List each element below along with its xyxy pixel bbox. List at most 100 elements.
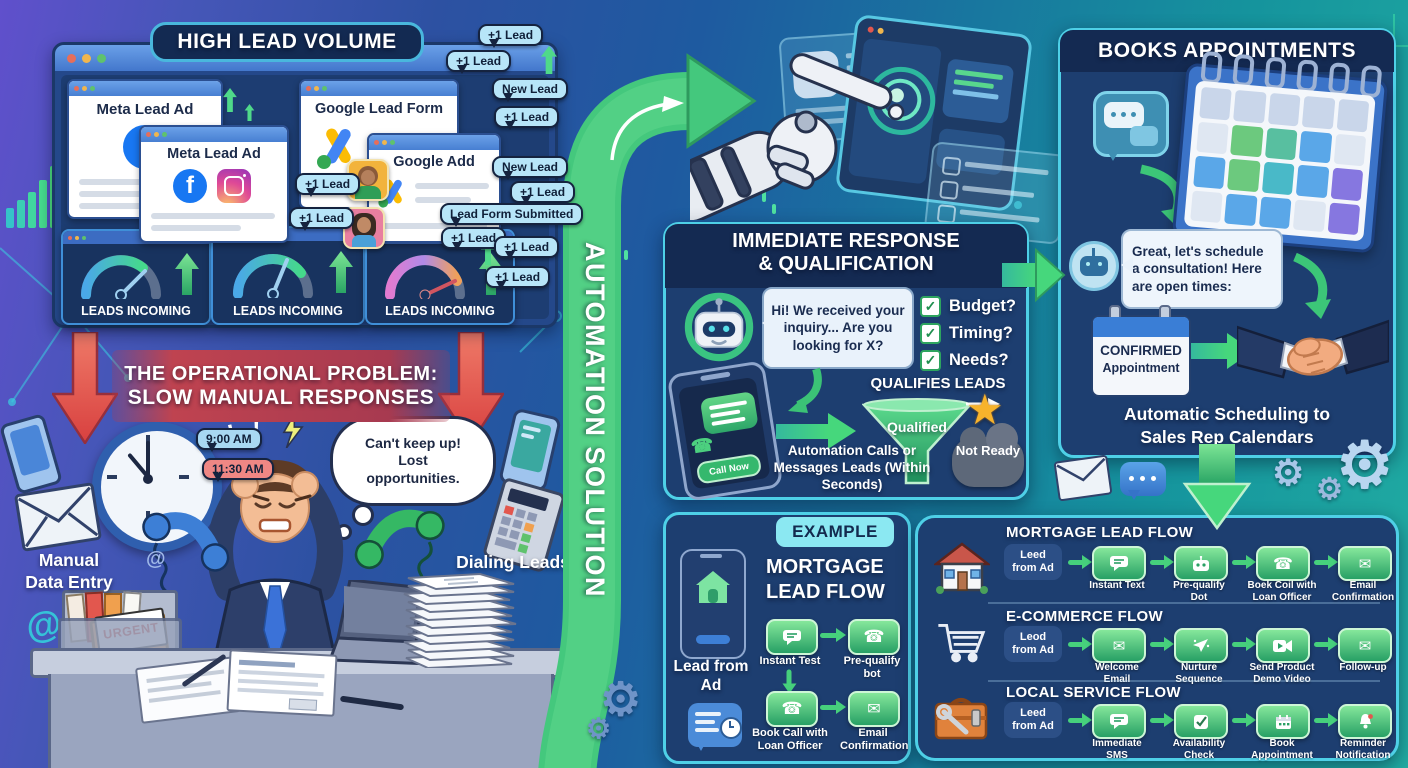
flow-arrow <box>1232 555 1256 569</box>
curved-arrow-icon <box>788 367 822 413</box>
small-arrow-to-star <box>966 398 1000 410</box>
facebook-icon: f <box>173 169 207 203</box>
up-arrow-icon <box>541 46 557 74</box>
instant-test-icon <box>766 619 818 655</box>
chat-icon <box>1093 91 1169 161</box>
step-label: Email Confirmation <box>1331 580 1395 603</box>
up-arrow-icon <box>244 104 255 121</box>
calendar-illustration <box>1171 50 1389 254</box>
phone-handset-green-icon <box>354 509 445 593</box>
at-symbol-icon: @ <box>146 548 166 570</box>
thought-bubble-trail <box>352 504 374 526</box>
flow-arrow <box>820 700 846 714</box>
up-arrow-icon <box>175 253 199 295</box>
lead-badge: +1 Lead <box>494 106 560 130</box>
handshake-icon <box>1237 319 1389 379</box>
green-right-arrow <box>776 413 856 449</box>
envelope-icon <box>1053 454 1113 502</box>
book-call-icon: ☎ <box>1256 546 1310 581</box>
gauge <box>81 255 161 299</box>
card-title: Meta Lead Ad <box>96 101 194 118</box>
automation-solution-label: AUTOMATION SOLUTION <box>580 242 610 598</box>
pre-qualify-bot-icon <box>1174 546 1228 581</box>
card-title: Google Add <box>393 154 475 170</box>
card-title: Google Lead Form <box>314 101 444 117</box>
books-appointments-title: BOOKS APPOINTMENTS <box>1060 30 1394 72</box>
step-label: Nurture Sequence <box>1175 662 1223 685</box>
bot-message-text: Hi! We received your inquiry... Are you … <box>771 302 905 353</box>
step-label: Follow-up <box>1339 662 1387 673</box>
flow-arrow <box>1314 713 1338 727</box>
example-mortgage-panel: EXAMPLE MORTGAGE LEAD FLOW Lead from Ad … <box>663 512 911 764</box>
lead-badge: +1 Lead <box>478 24 544 48</box>
bar-chart-icon <box>6 166 58 228</box>
step-label: Reminder Notification <box>1335 738 1391 761</box>
document-sheet <box>226 649 338 717</box>
checkbox-icon: ✓ <box>920 323 941 344</box>
chat-bubble-icon <box>1120 462 1166 500</box>
checklist-item: Timing? <box>949 324 1013 342</box>
lead-badge: +1 Lead <box>494 236 560 260</box>
not-ready-label: Not Ready <box>955 443 1021 458</box>
nurture-sequence-icon <box>1174 628 1228 663</box>
up-arrow-icon <box>329 251 353 293</box>
step-label: Availability Check <box>1172 738 1226 761</box>
step-label: Boek Coil with Loan Officer <box>1247 580 1317 603</box>
leads-incoming-gauge-2: LEADS INCOMING <box>211 226 365 325</box>
flow-arrow <box>1232 637 1256 651</box>
dialing-leads-label: Dialing Leads <box>456 552 570 572</box>
phone-illustration: ☎ Call Now <box>666 360 784 502</box>
books-caption: Automatic Scheduling to Sales Rep Calend… <box>1123 404 1331 447</box>
immediate-sms-icon <box>1092 704 1146 739</box>
shopping-cart-icon <box>938 624 986 663</box>
demo-video-icon <box>1256 628 1310 663</box>
flow-arrow <box>1068 713 1092 727</box>
problem-banner: THE OPERATIONAL PROBLEM: SLOW MANUAL RES… <box>112 350 450 422</box>
chat-clock-icon <box>688 703 742 751</box>
scheduling-message-text: Great, let's schedule a consultation! He… <box>1132 243 1264 294</box>
lead-badge: New Lead <box>492 78 569 102</box>
google-ads-icon <box>317 128 351 169</box>
follow-up-icon: ✉ <box>1338 628 1392 663</box>
gear-icon: ⚙ <box>1316 473 1343 506</box>
gauge-label: LEADS INCOMING <box>233 304 343 318</box>
appointment-label: Appointment <box>1102 361 1180 375</box>
flow-arrow <box>1150 555 1174 569</box>
qualifies-leads-label: QUALIFIES LEADS <box>870 375 1006 392</box>
high-lead-volume-title: HIGH LEAD VOLUME <box>150 22 424 62</box>
lead-badge: +1 Lead <box>446 50 512 74</box>
flow-arrow <box>1150 713 1174 727</box>
example-title: MORTGAGE LEAD FLOW <box>766 556 885 603</box>
google-add-card: Google Add <box>367 133 501 243</box>
thought-text: Can't keep up! Lost opportunities. <box>365 434 461 486</box>
lead-badge: +1 Lead <box>295 173 361 197</box>
step-label: Email Confirmation <box>840 727 909 752</box>
pre-qualify-bot-icon: ☎ <box>848 619 900 655</box>
reminder-notification-icon <box>1338 704 1392 739</box>
card-titlebar <box>301 81 457 96</box>
phone-icon: ☎ <box>689 434 715 458</box>
email-confirmation-icon: ✉ <box>1338 546 1392 581</box>
books-appointments-panel: BOOKS APPOINTMENTS Great, let's schedule <box>1058 28 1396 458</box>
house-icon <box>934 542 990 594</box>
robot-icon <box>1069 241 1119 291</box>
automation-caption: Automation Calls or Messages Leads (With… <box>773 443 931 492</box>
welcome-email-icon: ✉ <box>1092 628 1146 663</box>
lead-badge: +1 Lead <box>485 266 551 290</box>
confirmed-label: CONFIRMED <box>1100 343 1182 358</box>
flow-arrow <box>1314 637 1338 651</box>
book-appointment-icon <box>1256 704 1310 739</box>
example-tab: EXAMPLE <box>776 517 894 547</box>
flow-title: LOCAL SERVICE FLOW <box>1006 684 1181 701</box>
problem-banner-line1: THE OPERATIONAL PROBLEM: <box>124 362 438 385</box>
industry-flows-panel: MORTGAGE LEAD FLOW Leed from Ad ☎ ✉ Inst… <box>915 515 1399 761</box>
confirmed-appointment-card: CONFIRMED Appointment <box>1091 305 1191 397</box>
laptop-icon <box>327 578 440 675</box>
leads-incoming-gauge-1: LEADS INCOMING <box>61 229 211 325</box>
instant-text-icon <box>1092 546 1146 581</box>
scheduling-message-bubble: Great, let's schedule a consultation! He… <box>1121 229 1283 309</box>
not-ready-cloud: Not Ready <box>952 423 1024 487</box>
gear-icon: ⚙ <box>1272 452 1305 493</box>
